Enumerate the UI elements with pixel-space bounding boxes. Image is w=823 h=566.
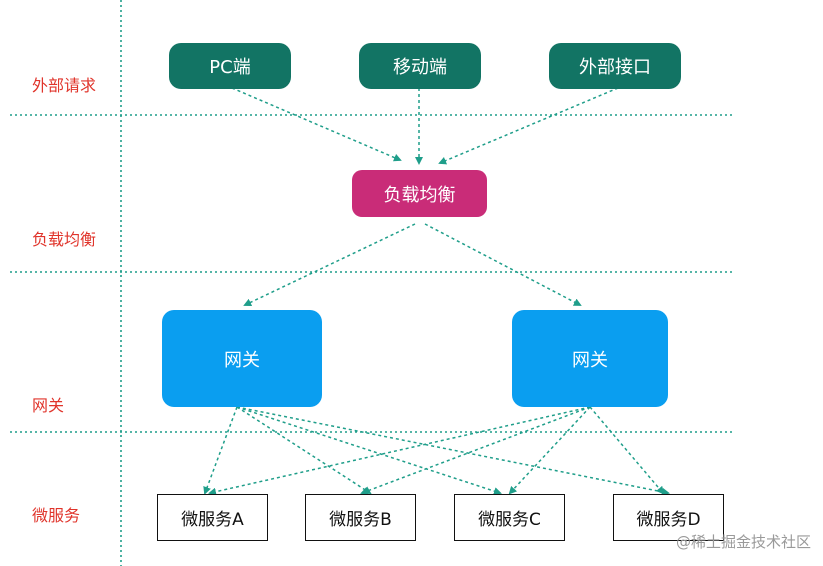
- node-external-api: 外部接口: [549, 43, 681, 89]
- arrow-gw-right-to-d: [589, 406, 665, 495]
- node-gateway-left: 网关: [162, 310, 322, 407]
- node-service-c: 微服务C: [454, 494, 565, 541]
- arrow-lb-to-gateway-right: [424, 223, 582, 306]
- arrow-gw-right-to-b: [360, 406, 591, 495]
- node-gateway-right: 网关: [512, 310, 668, 407]
- arrow-api-to-lb: [438, 87, 619, 165]
- arrow-gw-left-to-d: [236, 406, 670, 496]
- node-mobile: 移动端: [359, 43, 481, 89]
- layer-label-services: 微服务: [32, 506, 81, 525]
- arrow-gw-right-to-a: [208, 406, 591, 496]
- arrow-gw-right-to-c: [508, 406, 591, 495]
- node-load-balancer: 负载均衡: [352, 170, 487, 217]
- node-service-d: 微服务D: [613, 494, 724, 541]
- arrow-lb-to-gateway-left: [243, 223, 416, 307]
- arrow-pc-to-lb: [231, 87, 402, 162]
- layer-label-gateway: 网关: [32, 396, 65, 415]
- arrow-gw-left-to-c: [236, 406, 502, 495]
- node-pc: PC端: [169, 43, 291, 89]
- arrow-gw-left-to-b: [236, 406, 372, 495]
- layer-label-external: 外部请求: [32, 76, 97, 95]
- node-service-b: 微服务B: [305, 494, 416, 541]
- arrow-gw-left-to-a: [203, 406, 238, 495]
- node-service-a: 微服务A: [157, 494, 268, 541]
- watermark: @稀土掘金技术社区: [675, 533, 811, 551]
- layer-label-load-balance: 负载均衡: [32, 230, 97, 249]
